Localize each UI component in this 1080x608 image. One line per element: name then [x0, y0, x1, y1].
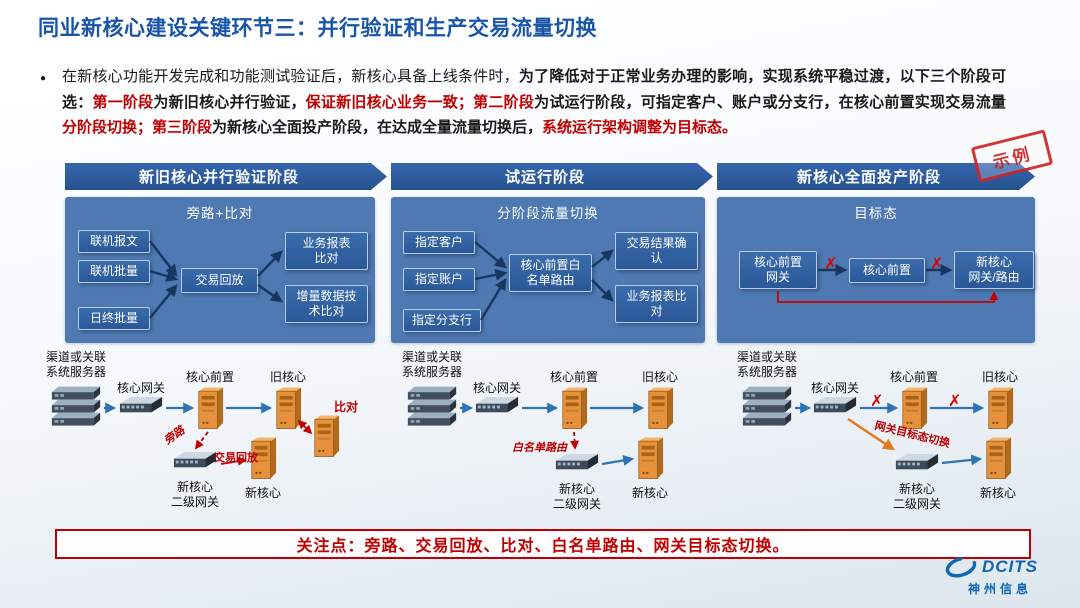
network-switch-icon-l2-1 — [172, 450, 218, 475]
flow-box-new-core-gateway: 新核心 网关/路由 — [954, 251, 1034, 289]
bullet-icon: ● — [40, 73, 47, 84]
rack-server-icon-1 — [50, 386, 102, 428]
label-new-core-3: 新核心 — [979, 486, 1016, 500]
server-tower-icon-front-2 — [560, 386, 588, 430]
flow-box-incremental-compare: 增量数据技 术比对 — [285, 285, 368, 323]
network-switch-icon-3 — [812, 395, 858, 420]
phase-banner-3: 新核心全面投产阶段 — [717, 163, 1035, 190]
x-mark-icon: ✗ — [824, 256, 838, 273]
label-compare: 比对 — [334, 400, 359, 414]
panel-title-3: 目标态 — [854, 206, 898, 221]
x-mark-icon: ✗ — [948, 393, 962, 410]
server-tower-icon-old-3 — [986, 386, 1014, 430]
flow-box-online-message: 联机报文 — [78, 230, 150, 253]
page-title: 同业新核心建设关键环节三：并行验证和生产交易流量切换 — [38, 17, 597, 40]
label-core-gateway-1: 核心网关 — [116, 381, 165, 395]
x-mark-icon: ✗ — [930, 256, 944, 273]
label-l2-gateway-3: 新核心 二级网关 — [892, 482, 941, 511]
logo-brand: DCITS — [982, 557, 1038, 576]
label-bypass: 旁路 — [162, 424, 188, 448]
label-channel-servers-2: 渠道或关联 系统服务器 — [401, 350, 462, 379]
intro-segment: 为了降低对于正常业务办理的影响，实现系统平稳过渡，以下三个阶段可选： — [62, 68, 1006, 111]
panel-title-1: 旁路+比对 — [186, 206, 254, 221]
label-new-core-2: 新核心 — [631, 486, 668, 500]
rack-server-icon-2 — [406, 386, 458, 428]
server-tower-icon-front-1 — [196, 386, 224, 430]
intro-segment: 保证新旧核心业务一致； — [305, 93, 473, 111]
flow-box-eod-batch: 日终批量 — [78, 307, 150, 330]
network-switch-icon-l2-3 — [894, 452, 940, 477]
label-old-core-2: 旧核心 — [641, 370, 678, 384]
logo-name: 神州信息 — [967, 582, 1032, 596]
label-l2-gateway-1: 新核心 二级网关 — [170, 480, 219, 509]
intro-segment: 系统运行架构调整为目标态。 — [542, 119, 738, 136]
logo-swoosh-icon — [945, 556, 977, 578]
intro-segment: 为试运行阶段，可指定客户、账户或分支行，在核心前置实现交易流量 — [534, 93, 1006, 111]
intro-segment: 在新核心功能开发完成和功能测试验证后，新核心具备上线条件时， — [62, 68, 519, 85]
label-old-core-1: 旧核心 — [269, 370, 306, 384]
phase-banner-2: 试运行阶段 — [391, 163, 713, 190]
label-l2-gateway-2: 新核心 二级网关 — [552, 482, 601, 511]
server-tower-icon-compare-1 — [312, 414, 340, 458]
label-new-core-1: 新核心 — [244, 486, 281, 500]
flow-box-report-compare-2: 业务报表比 对 — [615, 285, 698, 323]
label-channel-servers-3: 渠道或关联 系统服务器 — [736, 350, 797, 379]
flow-box-core-front-gateway: 核心前置 网关 — [739, 251, 817, 289]
flow-box-designated-account: 指定账户 — [403, 268, 475, 291]
server-tower-icon-new-2 — [636, 436, 664, 480]
server-tower-icon-old-2 — [646, 386, 674, 430]
flow-box-designated-customer: 指定客户 — [403, 231, 475, 254]
intro-segment: 第三阶段 — [152, 119, 213, 136]
flow-box-transaction-replay: 交易回放 — [181, 268, 258, 293]
network-switch-icon-2 — [474, 395, 520, 420]
label-core-front-3: 核心前置 — [889, 370, 938, 384]
server-tower-icon-new-3 — [984, 436, 1012, 480]
intro-segment: 第二阶段 — [472, 93, 535, 111]
label-core-front-2: 核心前置 — [549, 370, 598, 384]
label-core-front-1: 核心前置 — [185, 370, 234, 384]
network-switch-icon-l2-2 — [554, 452, 600, 477]
flow-box-designated-branch: 指定分支行 — [403, 309, 481, 332]
server-tower-icon-old-1 — [274, 386, 302, 430]
network-switch-icon-1 — [118, 395, 164, 420]
label-channel-servers-1: 渠道或关联 系统服务器 — [45, 350, 106, 379]
intro-segment: 为新核心全面投产阶段，在达成全量流量切换后， — [212, 119, 543, 136]
label-whitelist-routing: 白名单路由 — [512, 442, 567, 454]
x-mark-icon: ✗ — [870, 393, 884, 410]
intro-paragraph: 在新核心功能开发完成和功能测试验证后，新核心具备上线条件时，为了降低对于正常业务… — [62, 64, 1006, 141]
flow-box-core-front: 核心前置 — [849, 258, 925, 283]
phase-banner-1: 新旧核心并行验证阶段 — [65, 163, 387, 190]
intro-segment: 分阶段切换； — [62, 119, 153, 136]
flow-box-result-confirm: 交易结果确 认 — [615, 232, 698, 270]
intro-segment: 为新旧核心并行验证， — [153, 93, 306, 111]
focus-note: 关注点：旁路、交易回放、比对、白名单路由、网关目标态切换。 — [55, 529, 1031, 559]
label-core-gateway-2: 核心网关 — [472, 381, 521, 395]
flow-box-whitelist-routing: 核心前置白 名单路由 — [509, 254, 592, 292]
dcits-logo: DCITS 神州信息 — [944, 554, 1056, 597]
label-core-gateway-3: 核心网关 — [810, 381, 859, 395]
rack-server-icon-3 — [741, 386, 793, 428]
intro-segment: 第一阶段 — [92, 93, 154, 111]
flow-box-online-batch: 联机批量 — [78, 260, 150, 283]
panel-title-2: 分阶段流量切换 — [497, 206, 599, 221]
flow-box-report-compare: 业务报表 比对 — [285, 232, 368, 270]
label-replay: 交易回放 — [214, 452, 258, 464]
label-old-core-3: 旧核心 — [981, 370, 1018, 384]
